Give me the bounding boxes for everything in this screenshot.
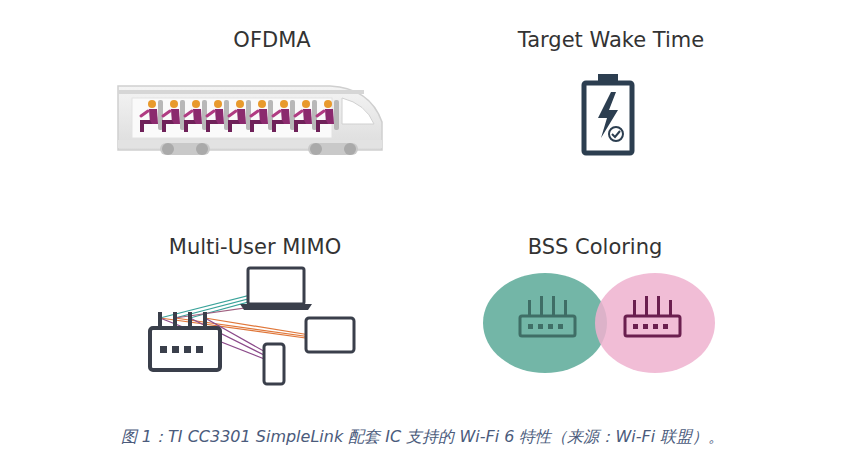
bss-coloring-illustration-part-part xyxy=(645,296,648,316)
train-illustration-part xyxy=(250,100,273,132)
bss-coloring-illustration-part-part xyxy=(528,300,531,316)
mimo-illustration-part-part xyxy=(188,312,192,328)
battery-icon-part xyxy=(609,127,623,141)
battery-icon-part xyxy=(584,83,632,153)
mimo-illustration-part-part xyxy=(196,346,203,353)
bss-coloring-illustration-part xyxy=(625,316,680,336)
mimo-illustration-part-part xyxy=(160,346,167,353)
bss-coloring-illustration-part-part xyxy=(564,300,567,316)
train-illustration-part xyxy=(184,100,207,132)
mimo-illustration-part-part xyxy=(203,312,207,328)
mimo-illustration-part xyxy=(264,344,284,384)
mimo-illustration-part xyxy=(240,304,312,310)
bss-coloring-illustration xyxy=(483,273,715,373)
mimo-illustration-part xyxy=(306,318,354,352)
bss-coloring-illustration-part-part xyxy=(663,324,668,329)
train-illustration-part xyxy=(272,100,295,132)
train-illustration-part xyxy=(162,100,185,132)
bss-coloring-illustration-part xyxy=(520,316,575,336)
train-illustration-part xyxy=(316,100,339,132)
bss-coloring-illustration-part-part xyxy=(552,296,555,316)
feature-title: Target Wake Time xyxy=(518,28,704,52)
train-illustration-part xyxy=(162,143,174,155)
mimo-illustration xyxy=(150,268,354,384)
train-illustration-part xyxy=(308,143,358,155)
bss-coloring-illustration-part-part xyxy=(657,296,660,316)
bss-coloring-illustration-part xyxy=(633,324,668,329)
bss-coloring-illustration-part xyxy=(528,296,567,316)
mimo-illustration-part xyxy=(248,268,304,304)
bss-coloring-illustration-part-part xyxy=(633,324,638,329)
train-illustration-part xyxy=(118,86,382,150)
train-illustration xyxy=(118,86,382,155)
mimo-illustration-part xyxy=(158,312,207,328)
mimo-illustration-part-part xyxy=(158,312,162,328)
feature-title: BSS Coloring xyxy=(528,235,663,259)
bss-coloring-illustration-part xyxy=(595,273,715,373)
train-illustration-part xyxy=(160,143,210,155)
mimo-illustration-part-part xyxy=(172,346,179,353)
mimo-illustration-part xyxy=(150,328,220,370)
battery-icon-part xyxy=(612,131,620,137)
train-illustration-part xyxy=(342,98,374,124)
mimo-illustration-part-part xyxy=(173,312,177,328)
bss-coloring-illustration-part-part xyxy=(540,296,543,316)
mimo-illustration-part-part xyxy=(184,346,191,353)
train-illustration-part xyxy=(140,100,163,132)
train-illustration-part xyxy=(344,143,356,155)
train-illustration-part xyxy=(132,98,332,138)
bss-coloring-illustration-part-part xyxy=(558,324,563,329)
battery-icon xyxy=(584,74,632,153)
train-illustration-part xyxy=(310,143,322,155)
train-illustration-part xyxy=(196,143,208,155)
bss-coloring-illustration-part-part xyxy=(653,324,658,329)
bss-coloring-illustration-part-part xyxy=(633,300,636,316)
train-illustration-part xyxy=(294,100,317,132)
bss-coloring-illustration-part-part xyxy=(538,324,543,329)
bss-coloring-illustration-part xyxy=(633,296,672,316)
mimo-illustration-part xyxy=(160,346,203,353)
bss-coloring-illustration-part-part xyxy=(528,324,533,329)
bss-coloring-illustration-part xyxy=(528,324,563,329)
train-illustration-part xyxy=(228,100,251,132)
bss-coloring-illustration-part-part xyxy=(643,324,648,329)
train-illustration-part xyxy=(206,100,229,132)
train-illustration-part xyxy=(118,90,364,94)
feature-title: OFDMA xyxy=(233,28,310,52)
bss-coloring-illustration-part-part xyxy=(669,300,672,316)
feature-title: Multi-User MIMO xyxy=(169,235,341,259)
figure-caption: 图 1：TI CC3301 SimpleLink 配套 IC 支持的 Wi-Fi… xyxy=(0,427,845,448)
bss-coloring-illustration-part-part xyxy=(548,324,553,329)
bss-coloring-illustration-part xyxy=(483,273,607,373)
